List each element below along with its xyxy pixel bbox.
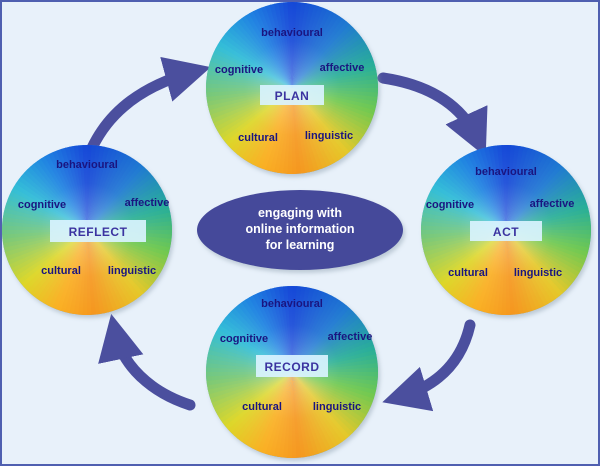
circle-record: behavioural cognitive affective cultural… xyxy=(205,285,379,459)
circle-reflect: behavioural cognitive affective cultural… xyxy=(1,144,173,316)
plan-label-linguistic: linguistic xyxy=(305,130,353,142)
record-label-behavioural: behavioural xyxy=(261,298,323,310)
circle-act: behavioural cognitive affective cultural… xyxy=(420,144,592,316)
reflect-label-affective: affective xyxy=(125,197,170,209)
arrow-record-to-reflect xyxy=(98,313,196,411)
center-line-1: engaging with xyxy=(258,206,342,220)
act-label-cultural: cultural xyxy=(448,267,488,279)
plan-label-cultural: cultural xyxy=(238,132,278,144)
center-line-2: online information xyxy=(245,222,354,236)
record-label-linguistic: linguistic xyxy=(313,401,361,413)
record-label-cognitive: cognitive xyxy=(220,333,268,345)
plan-label-behavioural: behavioural xyxy=(261,27,323,39)
reflect-label-linguistic: linguistic xyxy=(108,265,156,277)
arrow-act-to-record xyxy=(382,319,476,412)
plan-label-affective: affective xyxy=(320,62,365,74)
record-title: RECORD xyxy=(264,360,319,374)
act-label-behavioural: behavioural xyxy=(475,166,537,178)
circle-plan: behavioural cognitive affective cultural… xyxy=(205,1,379,175)
center-line-3: for learning xyxy=(266,238,335,252)
act-label-linguistic: linguistic xyxy=(514,267,562,279)
act-title: ACT xyxy=(493,225,519,239)
reflect-label-cognitive: cognitive xyxy=(18,199,66,211)
act-title-box xyxy=(470,221,542,241)
record-title-box xyxy=(256,355,328,377)
plan-label-cognitive: cognitive xyxy=(215,64,263,76)
reflect-label-cultural: cultural xyxy=(41,265,81,277)
center-ellipse: engaging with online information for lea… xyxy=(197,190,403,270)
arrow-reflect-to-plan xyxy=(86,56,211,154)
act-label-affective: affective xyxy=(530,198,575,210)
record-label-cultural: cultural xyxy=(242,401,282,413)
reflect-title-box xyxy=(50,220,146,242)
act-label-cognitive: cognitive xyxy=(426,199,474,211)
plan-title-box xyxy=(260,85,324,105)
record-label-affective: affective xyxy=(328,331,373,343)
reflect-label-behavioural: behavioural xyxy=(56,159,118,171)
plan-title: PLAN xyxy=(275,89,310,103)
arrow-plan-to-act xyxy=(377,72,488,157)
reflect-title: REFLECT xyxy=(69,225,128,239)
